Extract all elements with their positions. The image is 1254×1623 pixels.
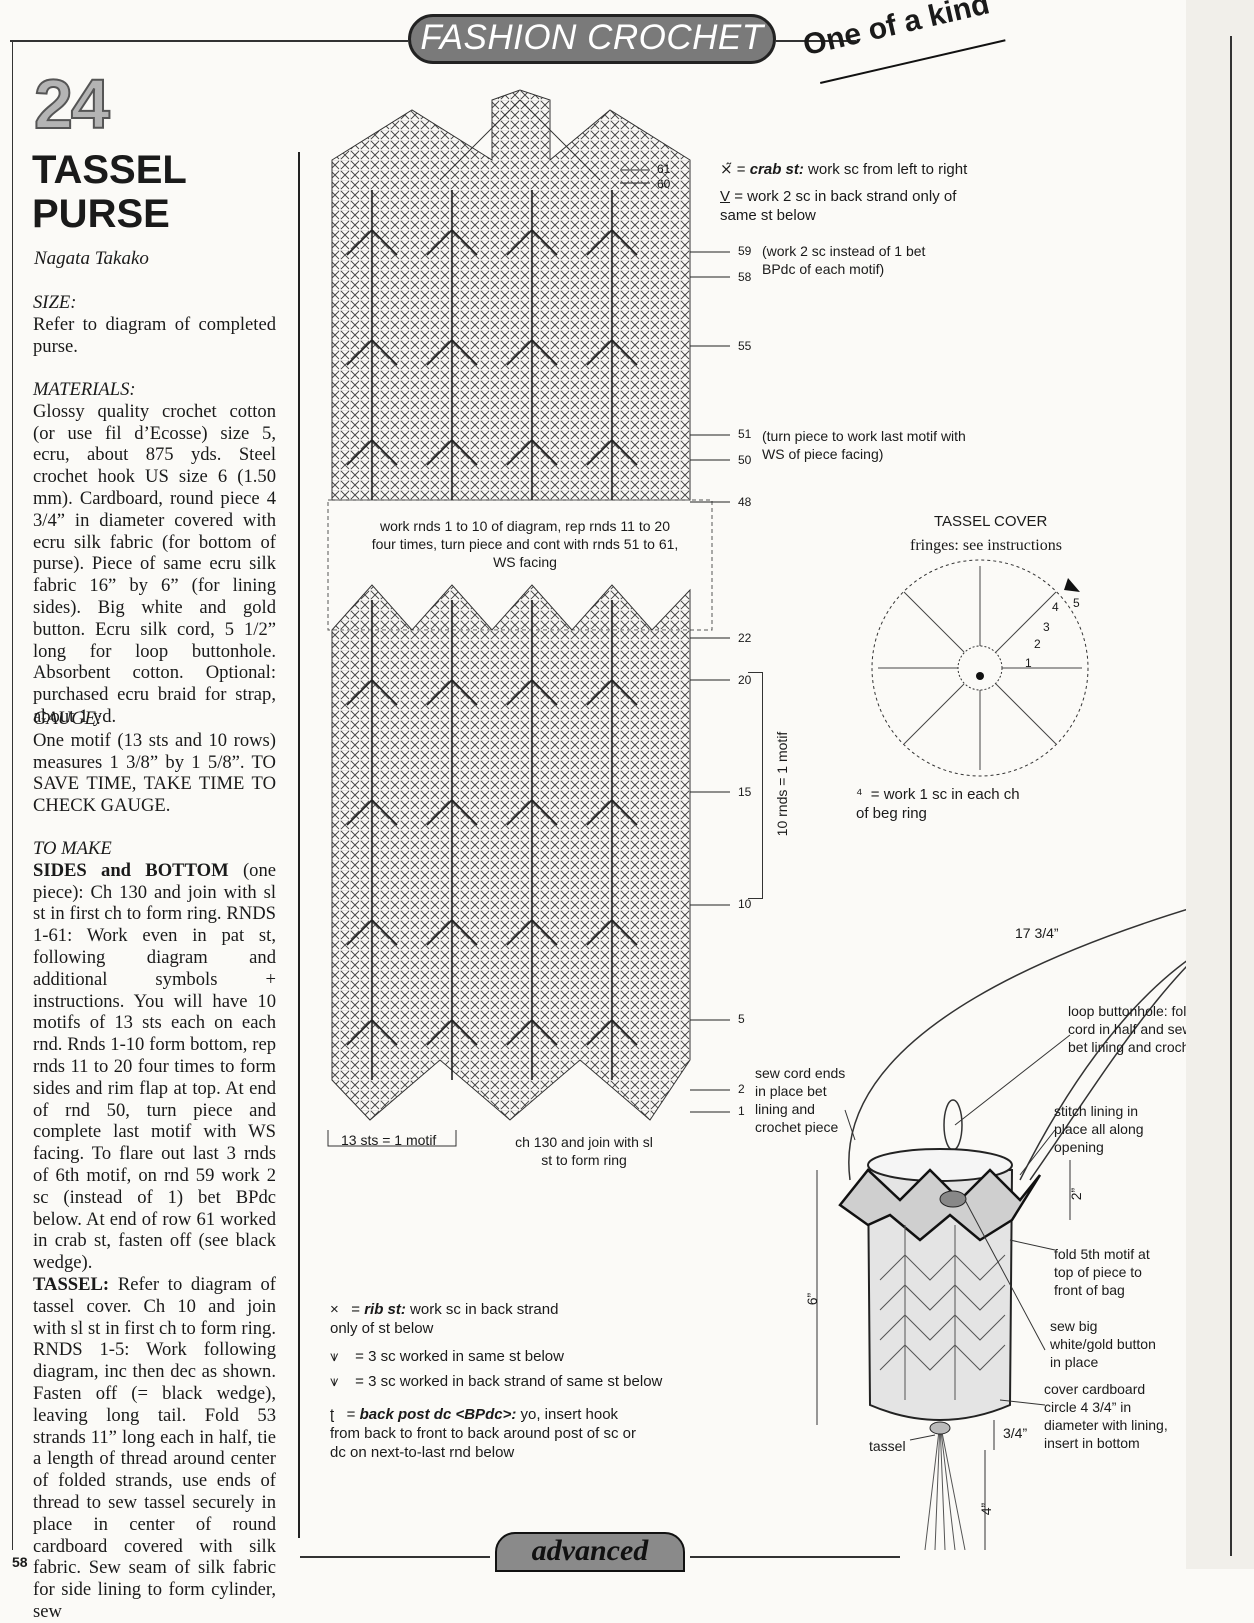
tassel-rnd-1: 1 xyxy=(1025,656,1032,670)
motif-sts-label: 13 sts = 1 motif xyxy=(341,1131,436,1149)
crab-symbol-icon: ⨯̃ xyxy=(720,161,733,178)
tassel-rnd-5: 5 xyxy=(1073,596,1080,610)
gauge-section: GAUGE: One motif (13 sts and 10 rows) me… xyxy=(33,708,276,817)
tassel-rnd-2: 2 xyxy=(1034,637,1041,651)
legend-v: V = work 2 sc in back strand only of sam… xyxy=(720,187,990,225)
row-label-5: 5 xyxy=(738,1012,745,1026)
sides-text: (one piece): Ch 130 and join with sl st … xyxy=(33,860,276,1273)
tassel-cover-subtitle: fringes: see instructions xyxy=(910,537,1062,555)
row-label-55: 55 xyxy=(738,339,751,353)
materials-heading: MATERIALS: xyxy=(33,379,276,401)
materials-text: Glossy quality crochet cotton (or use fi… xyxy=(33,401,276,727)
motif-rows-label: 10 rnds = 1 motif xyxy=(773,724,791,844)
legend-crab: ⨯̃ = crab st: work sc from left to right xyxy=(720,160,967,179)
chart-bottom-section xyxy=(332,585,690,1120)
purse-diagram xyxy=(770,880,1254,1550)
row-label-51: 51 xyxy=(738,427,751,441)
ring-start-dot xyxy=(976,672,984,680)
chart-top-section xyxy=(332,90,690,500)
tassel-rnd-4: 4 xyxy=(1052,600,1059,614)
tomake-heading: TO MAKE xyxy=(33,838,276,860)
row-label-59: 59 xyxy=(738,244,751,258)
tassel-length-dimension: 4” xyxy=(977,1503,995,1515)
designer-name: Nagata Takako xyxy=(34,248,149,270)
tassel-gap-dimension: 3/4” xyxy=(1003,1424,1027,1442)
lining-note: stitch lining in place all along opening xyxy=(1054,1102,1174,1156)
row-label-22: 22 xyxy=(738,631,751,645)
next-page-edge xyxy=(1186,0,1254,1569)
fasten-off-wedge xyxy=(1064,578,1080,592)
three-sc-icon: ⩛ xyxy=(330,1348,338,1365)
three-sc-back-icon: ⩛ xyxy=(330,1373,338,1390)
note-row-51: (turn piece to work last motif with WS o… xyxy=(762,427,982,463)
row-label-48: 48 xyxy=(738,495,751,509)
tomake-section: TO MAKE SIDES and BOTTOM (one piece): Ch… xyxy=(33,838,276,1623)
materials-section: MATERIALS: Glossy quality crochet cotton… xyxy=(33,379,276,728)
row-label-60: 60 xyxy=(657,177,670,191)
foundation-note: ch 130 and join with sl st to form ring xyxy=(514,1133,654,1169)
size-text: Refer to diagram of completed purse. xyxy=(33,314,276,357)
size-heading: SIZE: xyxy=(33,292,276,314)
row-label-50: 50 xyxy=(738,453,751,467)
gauge-text: One motif (13 sts and 10 rows) measures … xyxy=(33,730,276,816)
pattern-title: TASSEL PURSE xyxy=(32,148,187,236)
motif-rows-bracket xyxy=(748,672,763,899)
tassel-heading: TASSEL: xyxy=(33,1274,109,1295)
rib-symbol-icon: × xyxy=(330,1301,339,1318)
legend-bpdc: ʈ = back post dc <BPdc>: yo, insert hook… xyxy=(330,1405,640,1462)
pattern-number: 24 xyxy=(34,64,108,144)
purse-button xyxy=(940,1191,966,1207)
v-symbol-icon: V xyxy=(720,188,730,205)
purse-tassel xyxy=(925,1422,965,1550)
footer-rule-left xyxy=(300,1556,490,1558)
row-label-10: 10 xyxy=(738,897,751,911)
bpdc-symbol-icon: ʈ xyxy=(330,1406,334,1423)
note-row-59: (work 2 sc instead of 1 bet BPdc of each… xyxy=(762,242,932,278)
flap-dimension: 2” xyxy=(1067,1188,1085,1200)
row-label-58: 58 xyxy=(738,270,751,284)
legend-ring: ⁴ = work 1 sc in each ch of beg ring xyxy=(856,785,1036,823)
page-number: 58 xyxy=(12,1554,28,1570)
header-rule-left xyxy=(10,40,408,42)
legend-rib: × = rib st: work sc in back strand only … xyxy=(330,1300,560,1338)
ring-symbol-icon: ⁴ xyxy=(856,786,862,803)
legend-3sc-back: ⩛ = 3 sc worked in back strand of same s… xyxy=(330,1372,662,1391)
size-section: SIZE: Refer to diagram of completed purs… xyxy=(33,292,276,357)
strap-length: 17 3/4” xyxy=(1015,924,1059,942)
row-label-1: 1 xyxy=(738,1104,745,1118)
title-line-1: TASSEL xyxy=(32,148,187,192)
height-dimension: 6” xyxy=(803,1293,821,1305)
repeat-note: work rnds 1 to 10 of diagram, rep rnds 1… xyxy=(370,517,680,571)
footer-rule-right xyxy=(690,1556,900,1558)
tassel-text: Refer to diagram of tassel cover. Ch 10 … xyxy=(33,1274,276,1622)
column-divider xyxy=(298,152,300,1538)
sides-heading: SIDES and BOTTOM xyxy=(33,860,229,881)
stitch-chart xyxy=(310,80,750,1180)
button-note: sew big white/gold button in place xyxy=(1050,1317,1160,1371)
fold-note: fold 5th motif at top of piece to front … xyxy=(1054,1245,1164,1299)
tassel-rnd-3: 3 xyxy=(1043,620,1050,634)
tassel-cover-title: TASSEL COVER xyxy=(934,513,1047,531)
cord-note: sew cord ends in place bet lining and cr… xyxy=(755,1064,855,1136)
title-line-2: PURSE xyxy=(32,192,187,236)
gauge-heading: GAUGE: xyxy=(33,708,276,730)
legend-3sc: ⩛ = 3 sc worked in same st below xyxy=(330,1347,564,1366)
button-loop xyxy=(944,1100,962,1150)
tassel-label: tassel xyxy=(869,1437,906,1455)
section-title: FASHION CROCHET xyxy=(408,18,776,58)
level-badge: advanced xyxy=(495,1534,685,1568)
tagline: One of a kind xyxy=(800,0,993,63)
row-label-61: 61 xyxy=(657,162,670,176)
bottom-note: cover cardboard circle 4 3/4” in diamete… xyxy=(1044,1380,1179,1452)
next-page-rule xyxy=(1230,36,1232,1556)
row-label-2: 2 xyxy=(738,1082,745,1096)
page-left-rule xyxy=(12,40,13,1550)
tassel-cover-diagram xyxy=(868,556,1093,781)
